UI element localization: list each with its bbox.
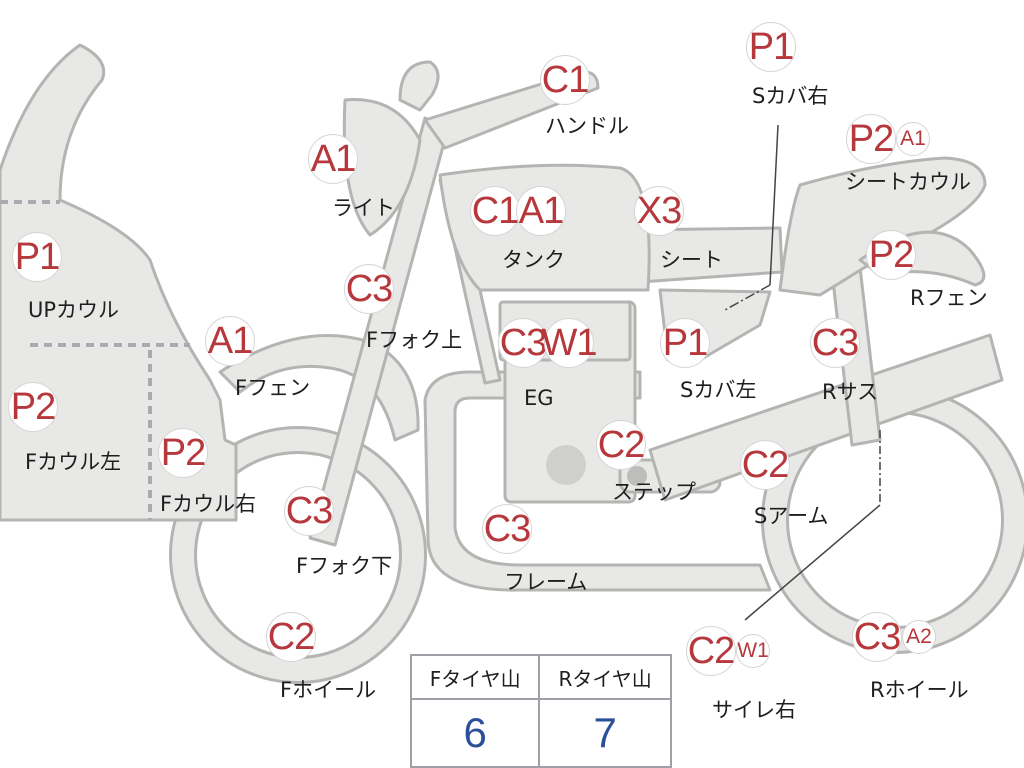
handle-label: ハンドル bbox=[545, 114, 629, 138]
tire-tread-table: Fタイヤ山 Rタイヤ山 6 7 bbox=[409, 654, 672, 768]
side-cover-left-label: Sカバ左 bbox=[680, 378, 757, 402]
tire-table-value-row: 6 7 bbox=[409, 698, 672, 768]
front-cowl-right-label: Fカウル右 bbox=[160, 492, 257, 516]
front-fender-badges: A1 bbox=[205, 316, 255, 366]
front-fork-upper-code: C3 bbox=[344, 264, 394, 314]
frame-label: フレーム bbox=[504, 570, 588, 594]
frame-badges: C3 bbox=[482, 504, 532, 554]
swing-arm-shape bbox=[648, 333, 1004, 502]
seat-cowl-badges: P2 A1 bbox=[846, 114, 930, 164]
upper-cowl-badges: P1 bbox=[12, 232, 62, 282]
rear-wheel-code-2: A2 bbox=[902, 620, 936, 654]
front-wheel-code: C2 bbox=[266, 612, 316, 662]
seat-code: X3 bbox=[634, 186, 684, 236]
seat-label: シート bbox=[660, 248, 723, 272]
light-badges: A1 bbox=[308, 134, 358, 184]
tank-code-2: A1 bbox=[516, 186, 566, 236]
rear-fender-badges: P2 bbox=[866, 230, 916, 280]
front-fork-lower-badges: C3 bbox=[284, 486, 334, 536]
rear-suspension-badges: C3 bbox=[810, 318, 860, 368]
seat-badges: X3 bbox=[634, 186, 684, 236]
swing-arm-code: C2 bbox=[740, 440, 790, 490]
rear-wheel-code-1: C3 bbox=[852, 612, 902, 662]
front-tire-value: 6 bbox=[409, 698, 541, 768]
front-cowl-right-badges: P2 bbox=[158, 428, 208, 478]
rear-suspension-code: C3 bbox=[810, 318, 860, 368]
upper-cowl-code: P1 bbox=[12, 232, 62, 282]
front-cowl-left-label: Fカウル左 bbox=[25, 450, 122, 474]
silencer-right-code-1: C2 bbox=[686, 626, 736, 676]
upper-cowl-label: UPカウル bbox=[28, 298, 120, 322]
tank-label: タンク bbox=[502, 248, 565, 272]
step-code: C2 bbox=[596, 420, 646, 470]
engine-badges: C3 W1 bbox=[498, 318, 598, 368]
seat-cowl-code-2: A1 bbox=[896, 122, 930, 156]
rear-tire-value: 7 bbox=[538, 698, 672, 768]
engine-code-1: C3 bbox=[498, 318, 548, 368]
swing-arm-label: Sアーム bbox=[754, 504, 829, 528]
rear-wheel-label: Rホイール bbox=[870, 678, 969, 702]
front-wheel-label: Fホイール bbox=[280, 678, 377, 702]
front-fork-upper-label: Fフォク上 bbox=[366, 328, 463, 352]
step-label: ステップ bbox=[612, 480, 696, 504]
front-cowl-left-badges: P2 bbox=[8, 382, 58, 432]
seat-cowl-shape bbox=[778, 156, 987, 297]
seat-cowl-code-1: P2 bbox=[846, 114, 896, 164]
step-badges: C2 bbox=[596, 420, 646, 470]
silencer-right-badges: C2 W1 bbox=[686, 626, 770, 676]
seat-cowl-label: シートカウル bbox=[845, 170, 971, 194]
frame-code: C3 bbox=[482, 504, 532, 554]
rear-wheel-badges: C3 A2 bbox=[852, 612, 936, 662]
front-fender-label: Fフェン bbox=[235, 376, 311, 400]
rear-tire-header: Rタイヤ山 bbox=[538, 654, 672, 700]
side-cover-right-label: Sカバ右 bbox=[752, 84, 829, 108]
engine-code-2: W1 bbox=[542, 318, 598, 368]
side-cover-right-code: P1 bbox=[746, 22, 796, 72]
front-wheel-badges: C2 bbox=[266, 612, 316, 662]
side-cover-right-badges: P1 bbox=[746, 22, 796, 72]
front-fender-code: A1 bbox=[205, 316, 255, 366]
front-fork-lower-code: C3 bbox=[284, 486, 334, 536]
silencer-right-code-2: W1 bbox=[736, 634, 770, 668]
front-tire-header: Fタイヤ山 bbox=[409, 654, 541, 700]
rear-fender-label: Rフェン bbox=[910, 286, 988, 310]
rear-fender-code: P2 bbox=[866, 230, 916, 280]
tire-table-header-row: Fタイヤ山 Rタイヤ山 bbox=[409, 654, 672, 700]
rear-suspension-label: Rサス bbox=[822, 380, 879, 404]
light-label: ライト bbox=[332, 196, 395, 220]
handle-code: C1 bbox=[540, 55, 590, 105]
side-cover-left-code: P1 bbox=[660, 318, 710, 368]
silencer-right-label: サイレ右 bbox=[712, 698, 796, 722]
frame-shape bbox=[423, 370, 772, 592]
engine-label: EG bbox=[524, 386, 554, 410]
light-code: A1 bbox=[308, 134, 358, 184]
front-fork-upper-badges: C3 bbox=[344, 264, 394, 314]
swing-arm-badges: C2 bbox=[740, 440, 790, 490]
handle-badges: C1 bbox=[540, 55, 590, 105]
tank-badges: C1 A1 bbox=[470, 186, 566, 236]
upper-cowl-shape bbox=[0, 43, 238, 522]
tank-code-1: C1 bbox=[470, 186, 520, 236]
front-fork-lower-label: Fフォク下 bbox=[296, 554, 393, 578]
front-cowl-left-code: P2 bbox=[8, 382, 58, 432]
side-cover-left-badges: P1 bbox=[660, 318, 710, 368]
front-cowl-right-code: P2 bbox=[158, 428, 208, 478]
